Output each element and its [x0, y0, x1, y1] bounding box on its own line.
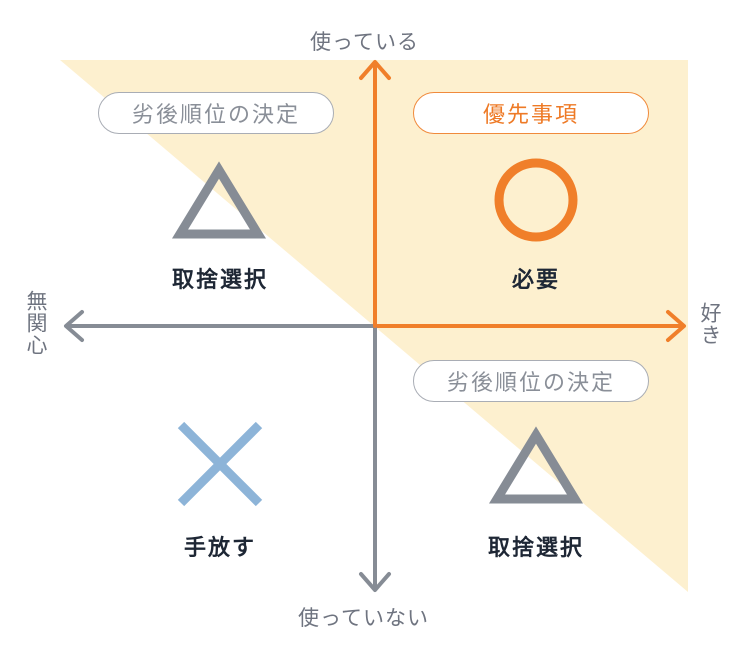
tag-top-right: 優先事項 [413, 92, 649, 134]
circle-symbol-top-right [494, 158, 578, 242]
y-axis-top-label: 使っている [310, 30, 419, 54]
x-axis-left-label: 無関心 [24, 290, 48, 356]
triangle-symbol-bottom-right [488, 426, 584, 504]
x-axis-right-arrowhead [666, 310, 686, 342]
cross-symbol-bottom-left [177, 421, 263, 507]
tag-bottom-right: 劣後順位の決定 [413, 360, 649, 402]
y-axis-top-arrowhead [359, 60, 391, 80]
label-top-right: 必要 [511, 268, 560, 293]
y-axis-bottom-arrowhead [359, 572, 391, 592]
label-top-left: 取捨選択 [171, 268, 268, 293]
triangle-symbol-top-left [171, 161, 267, 239]
x-axis-left-arrowhead [64, 310, 84, 342]
label-bottom-right: 取捨選択 [487, 536, 584, 561]
label-bottom-left: 手放す [183, 536, 256, 561]
x-axis-right-label: 好き [698, 302, 722, 346]
tag-top-left: 劣後順位の決定 [98, 92, 334, 134]
y-axis-bottom-label: 使っていない [298, 606, 429, 630]
